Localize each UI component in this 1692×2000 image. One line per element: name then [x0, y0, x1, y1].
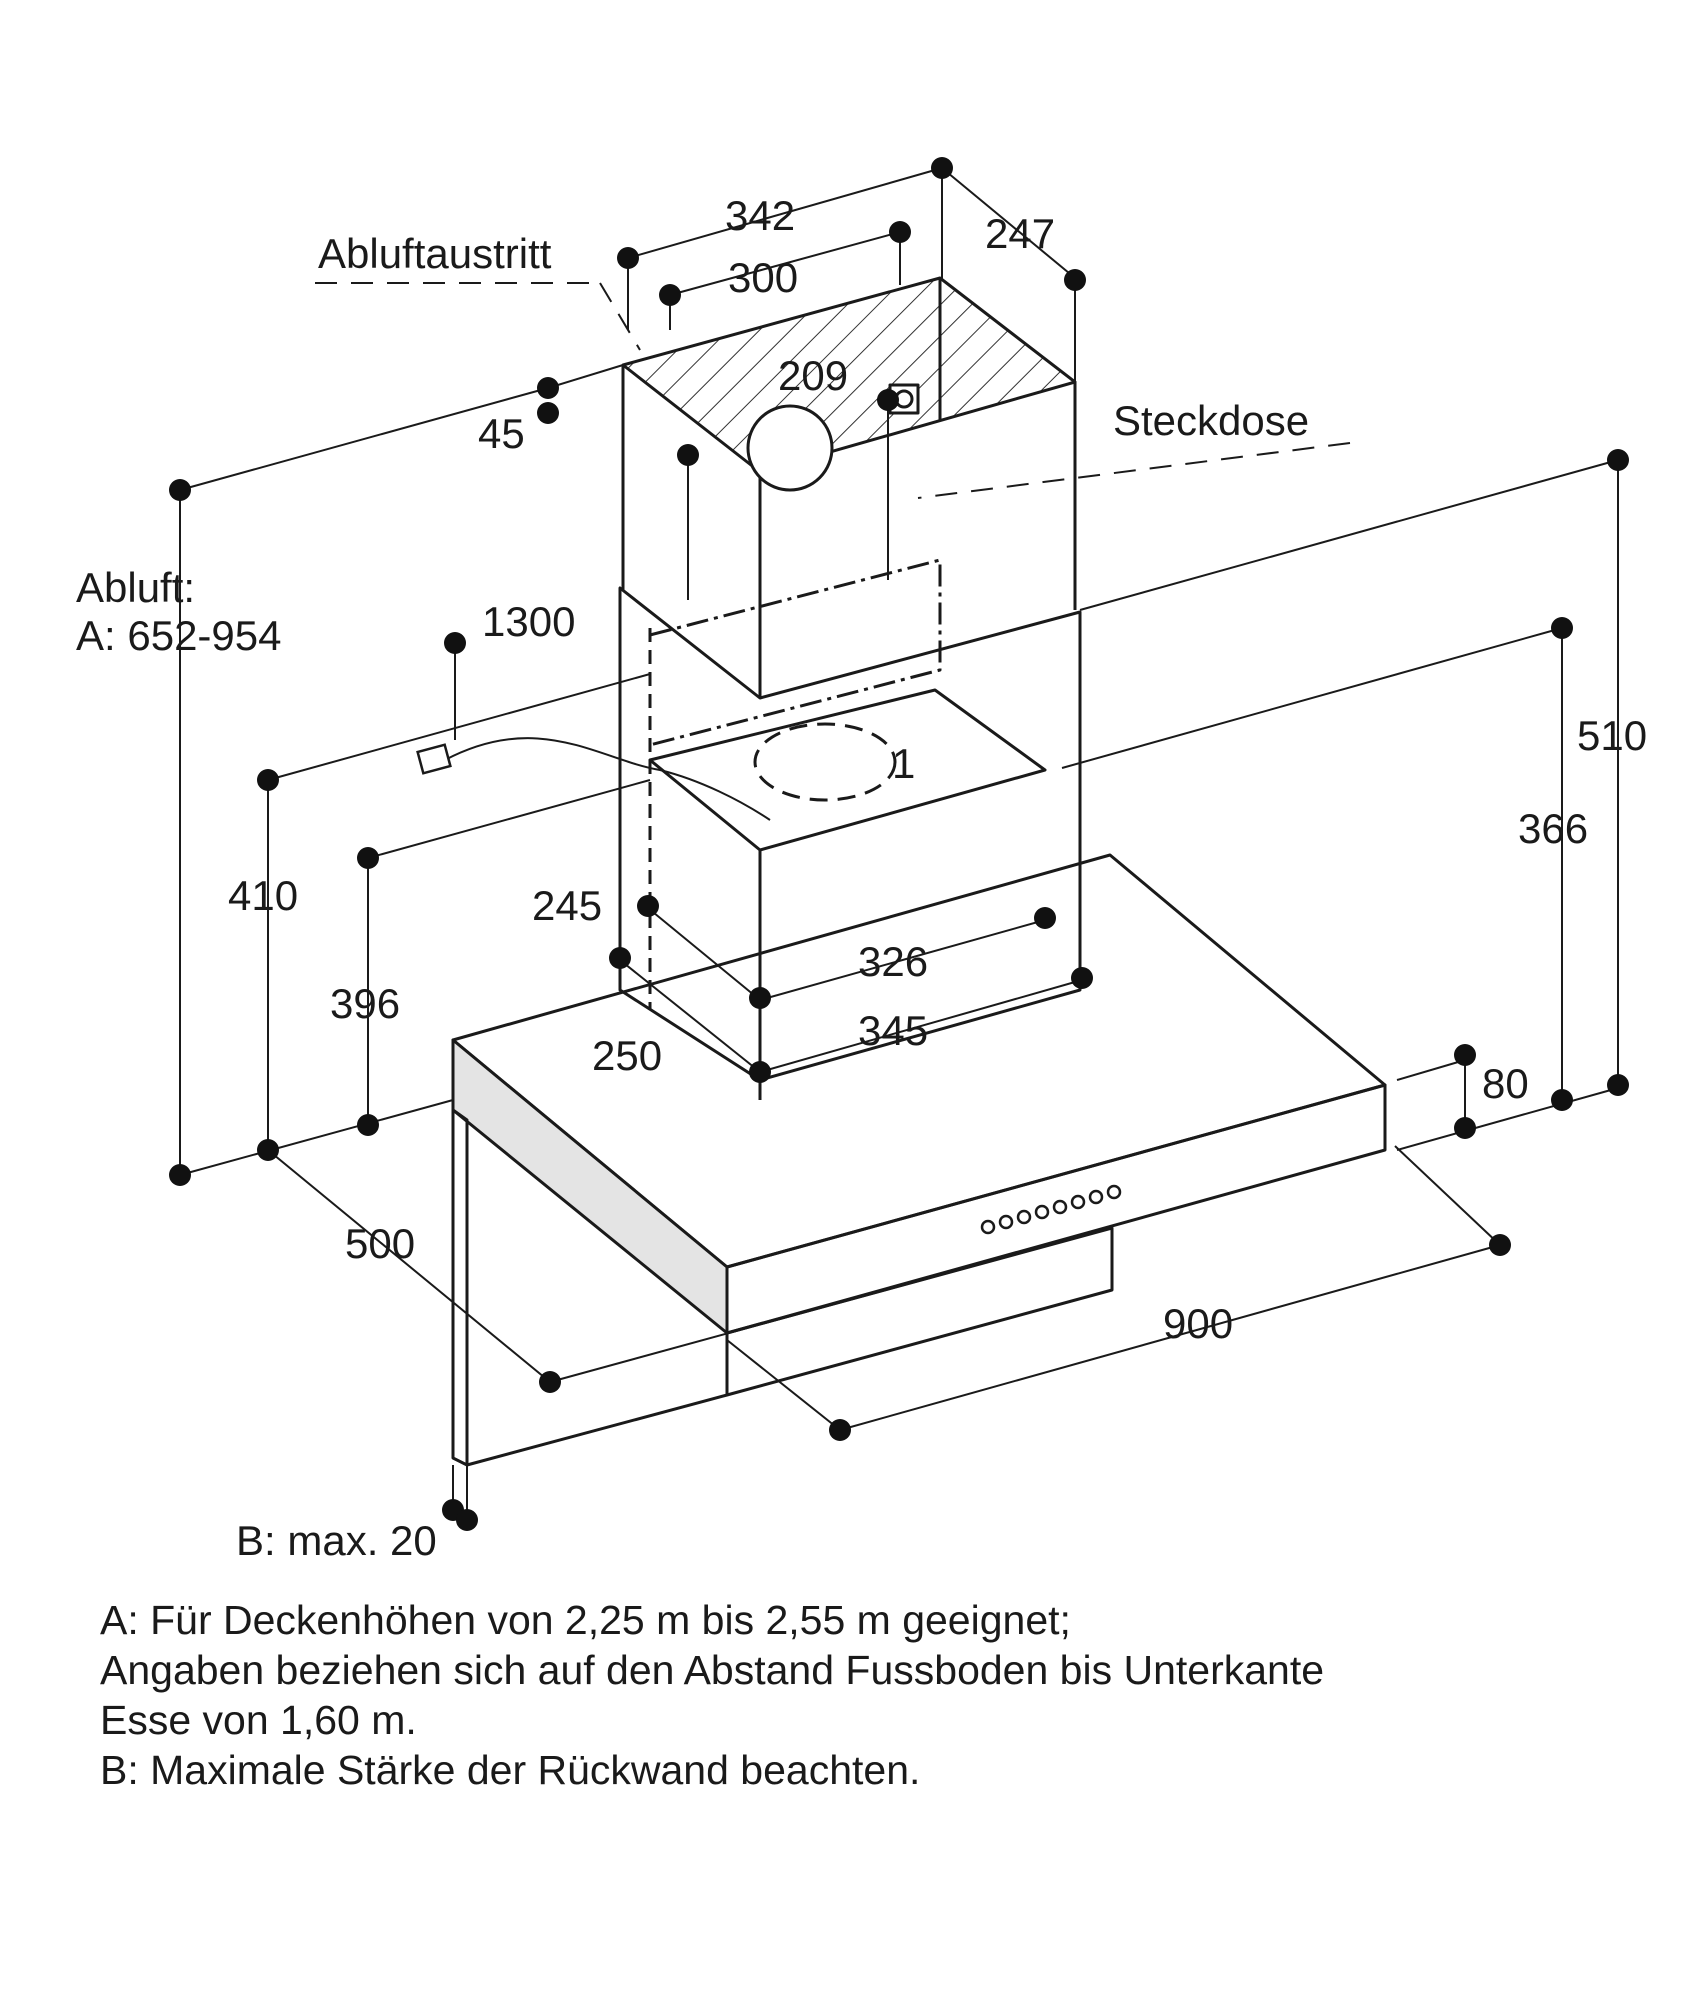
blower-box [648, 688, 1047, 852]
lower-chimney [618, 586, 1082, 1082]
dim-250: 250 [592, 1032, 662, 1079]
label-steckdose: Steckdose [1113, 397, 1309, 444]
note-line-1: A: Für Deckenhöhen von 2,25 m bis 2,55 m… [100, 1597, 1071, 1643]
control-buttons [980, 1184, 1122, 1235]
dim-900: 900 [1163, 1300, 1233, 1347]
back-wall-panel [451, 1108, 469, 1467]
labels: Abluftaustritt Steckdose Abluft: A: 652-… [76, 192, 1647, 1564]
canopy-side [451, 1038, 729, 1335]
dim-209: 209 [778, 352, 848, 399]
dim-80: 80 [1482, 1060, 1529, 1107]
dim-1300: 1300 [482, 598, 575, 645]
note-line-4: B: Maximale Stärke der Rückwand beachten… [100, 1747, 921, 1793]
dim-500: 500 [345, 1220, 415, 1267]
dim-45: 45 [478, 410, 525, 457]
blower-ring [753, 722, 897, 802]
dim-410: 410 [228, 872, 298, 919]
air-outlet-circle [746, 404, 834, 492]
upper-chimney-top [621, 276, 1077, 474]
hood-outline [451, 276, 1387, 1467]
leader-lines [315, 282, 1351, 499]
dim-366: 366 [1518, 805, 1588, 852]
dimension-lines [179, 167, 1619, 1520]
label-abluftaustritt: Abluftaustritt [318, 230, 552, 277]
dim-510: 510 [1577, 712, 1647, 759]
dim-245: 245 [532, 882, 602, 929]
dim-326: 326 [858, 938, 928, 985]
label-abluft-a: A: 652-954 [76, 612, 282, 659]
label-abluft-title: Abluft: [76, 564, 195, 611]
dim-342: 342 [725, 192, 795, 239]
dim-247: 247 [985, 210, 1055, 257]
dim-345: 345 [858, 1007, 928, 1054]
dim-300: 300 [728, 254, 798, 301]
dim-1: 1 [892, 740, 915, 787]
power-cord [416, 737, 771, 821]
dimension-dots [169, 157, 1629, 1531]
footnotes: A: Für Deckenhöhen von 2,25 m bis 2,55 m… [100, 1595, 1620, 1795]
note-line-3: Esse von 1,60 m. [100, 1697, 417, 1743]
label-b-max: B: max. 20 [236, 1517, 437, 1564]
dim-396: 396 [330, 980, 400, 1027]
note-line-2: Angaben beziehen sich auf den Abstand Fu… [100, 1647, 1325, 1693]
